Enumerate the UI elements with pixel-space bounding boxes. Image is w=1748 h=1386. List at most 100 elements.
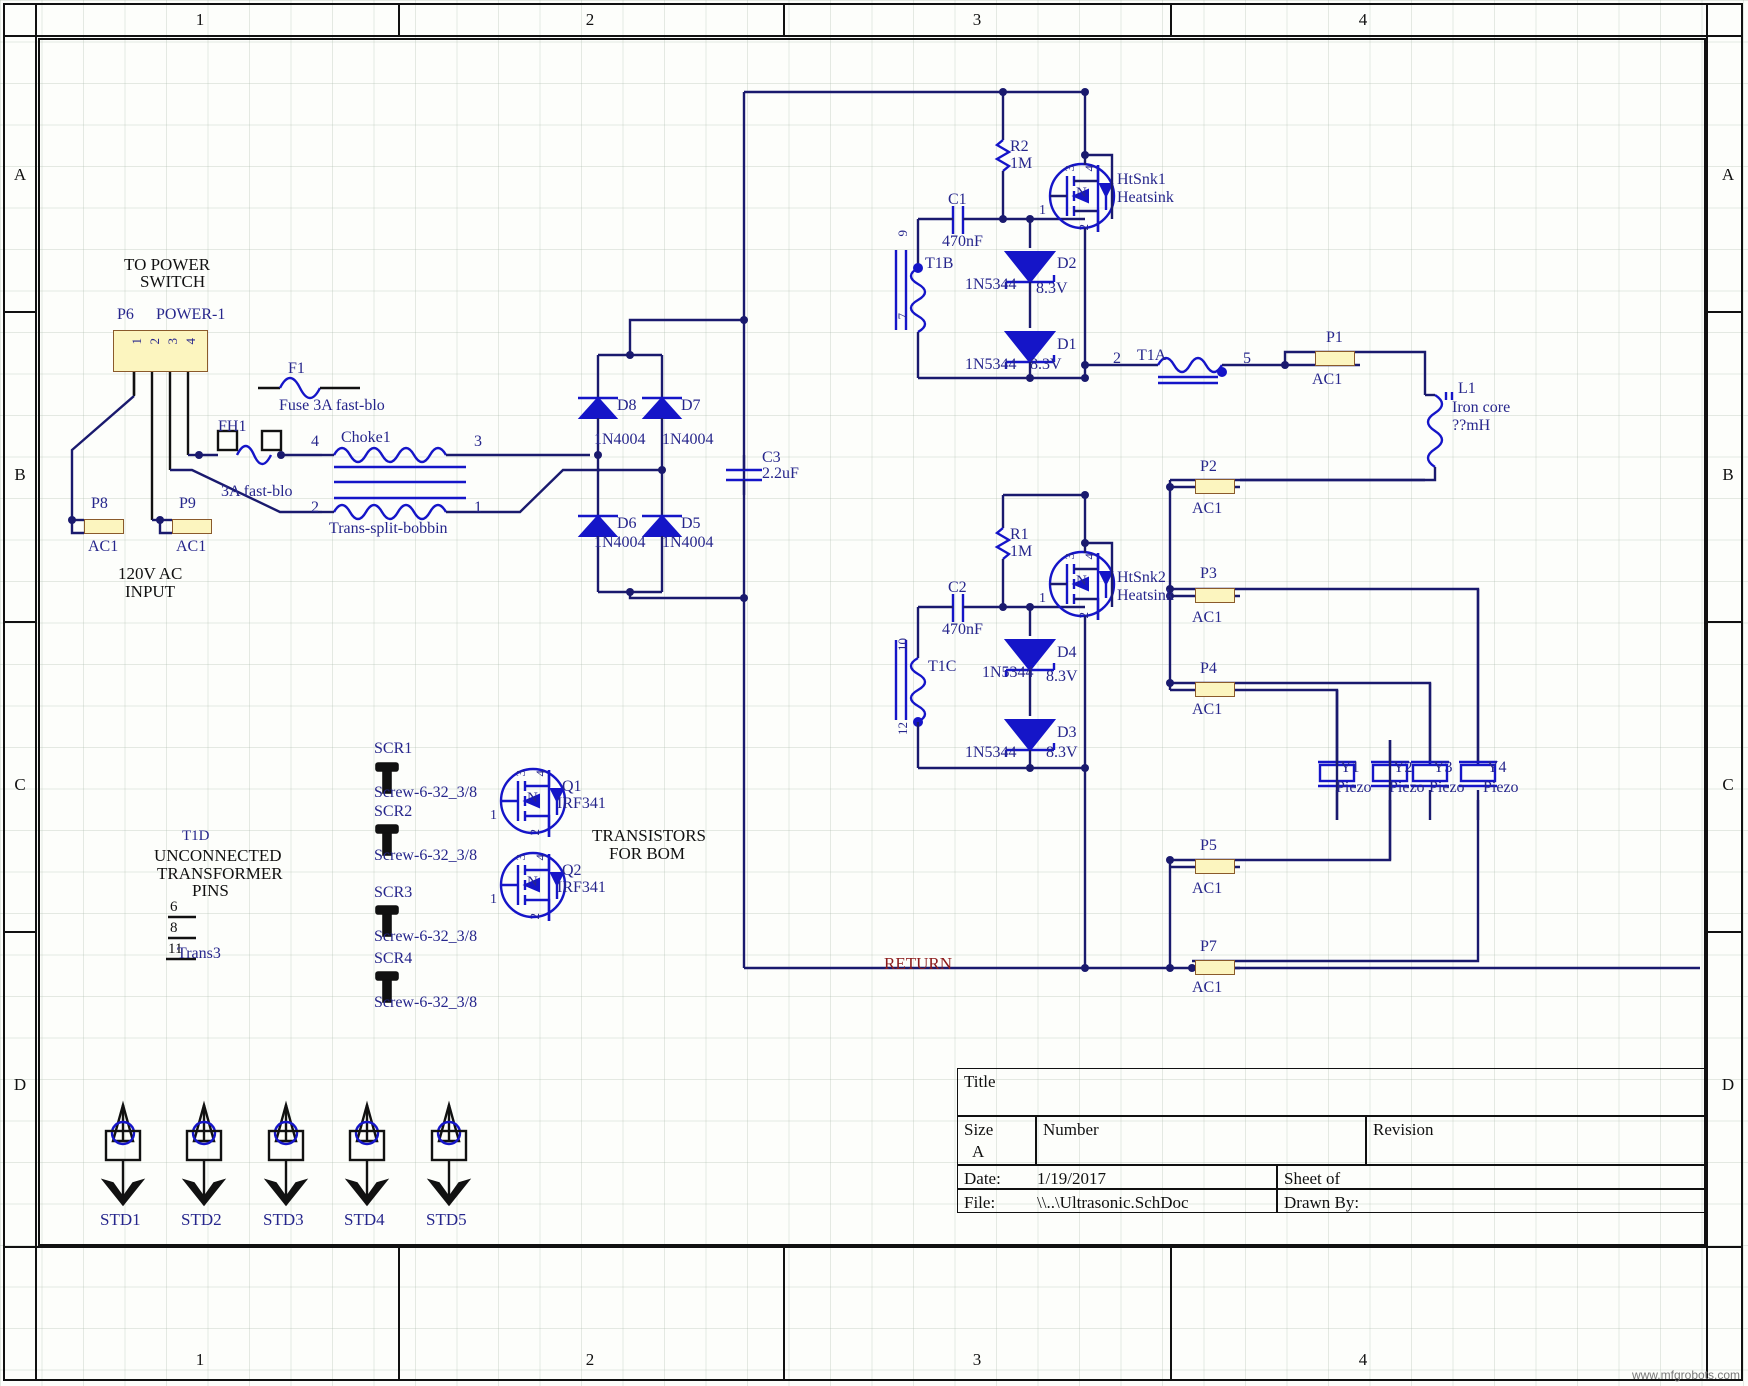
ref-d4: D4 [1057,644,1077,661]
zone-top-4: 4 [1358,10,1368,29]
pad-p2[interactable] [1195,479,1235,494]
pad-p1[interactable] [1315,351,1355,366]
ref-y4: Y4 [1487,759,1507,776]
value-p5: AC1 [1192,880,1223,897]
htsnk1-pin-2: 2 [1076,224,1091,231]
pad-p4[interactable] [1195,682,1235,697]
p8-p9-wiring [68,516,172,535]
htsnk1-pin-1: 1 [1039,203,1046,218]
pad-p8[interactable] [84,519,124,534]
zone-right-b: B [1722,465,1734,484]
q1-pin-3: 3 [513,770,528,777]
zone-rule-left [35,3,37,1381]
ref-p4: P4 [1200,660,1217,677]
ref-d3: D3 [1057,724,1077,741]
pad-p9[interactable] [172,519,212,534]
q1-pin-4: 4 [533,770,548,777]
trans3-pin-6: 6 [170,899,178,915]
zone-top-1: 1 [195,10,205,29]
p6-pin-2: 2 [147,338,162,345]
value-y2: Piezo [1389,779,1425,796]
value-p2: AC1 [1192,500,1223,517]
ref-d7: D7 [681,397,701,414]
ref-p3: P3 [1200,565,1217,582]
ref-htsnk1: HtSnk1 [1117,171,1166,188]
ref-l1: L1 [1458,380,1476,397]
note-power-switch-line2: SWITCH [140,272,206,291]
value-d7: 1N4004 [662,431,714,448]
q2-pin-2: 2 [527,913,542,920]
choke1-pin-1: 1 [474,499,482,516]
connector-p6-body[interactable] [113,330,208,372]
zone-tick [1170,1248,1172,1381]
value-p7: AC1 [1192,979,1223,996]
titleblock-drawnby-label: Drawn By: [1284,1193,1360,1212]
q2-pin-1: 1 [490,892,497,907]
zone-tick [783,3,785,35]
note-transistors-line2: FOR BOM [609,844,686,863]
value-p1: AC1 [1312,371,1343,388]
zone-tick [398,1248,400,1381]
value-l1-line2: ??mH [1452,417,1491,434]
pad-p3[interactable] [1195,588,1235,603]
value-p9: AC1 [176,538,207,555]
value-q1: IRF341 [557,795,606,812]
ref-f1: F1 [288,360,305,377]
ref-std2: STD2 [181,1210,222,1229]
p6-pin-3: 3 [165,338,180,345]
ref-d5: D5 [681,515,701,532]
zone-left-a: A [13,165,27,184]
ref-y2: Y2 [1393,759,1413,776]
zone-right-c: C [1722,775,1734,794]
ref-htsnk2: HtSnk2 [1117,569,1166,586]
trans3-unconnected-pins [166,915,196,961]
zone-tick [1170,3,1172,35]
value-q2: IRF341 [557,879,606,896]
ref-r2: R2 [1010,138,1029,155]
ref-std4: STD4 [344,1210,385,1229]
zone-tick [3,931,35,933]
choke1-pin-3: 3 [474,433,482,450]
ref-scr3: SCR3 [374,884,413,901]
ref-p7: P7 [1200,938,1217,955]
titleblock-file-cell [957,1189,1277,1213]
q1-q2-symbols [499,767,567,921]
value-y1: Piezo [1336,779,1372,796]
zone-left-d: D [13,1075,27,1094]
trans3-pin-11: 11 [168,941,183,957]
choke1-pin-2: 2 [311,499,319,516]
value-d4: 1N5344 [982,664,1034,681]
value-r2: 1M [1010,155,1033,172]
ref-p9: P9 [179,495,196,512]
ref-d8: D8 [617,397,637,414]
zone-tick [783,1248,785,1381]
ref-y1: Y1 [1340,759,1360,776]
pad-p7[interactable] [1195,960,1235,975]
value-l1-line1: Iron core [1452,399,1511,416]
htsnk2-pin-2: 2 [1076,612,1091,619]
zone-tick [3,621,35,623]
ref-std5: STD5 [426,1210,467,1229]
pad-p5[interactable] [1195,859,1235,874]
value-scr1: Screw-6-32_3/8 [374,784,478,801]
rating-d4: 8.3V [1046,668,1078,685]
ref-choke1: Choke1 [341,429,391,446]
ref-p5: P5 [1200,837,1217,854]
ref-r1: R1 [1010,526,1029,543]
t1a-pin-2: 2 [1113,350,1121,367]
value-p6: POWER-1 [156,306,226,323]
value-y4: Piezo [1483,779,1519,796]
htsnk1-channel: N [1076,185,1087,201]
titleblock-file-label: File: [964,1193,996,1212]
value-p3: AC1 [1192,609,1223,626]
screw-symbols [375,762,399,1003]
titleblock-date-value: 1/19/2017 [1037,1169,1106,1188]
htsnk2-pin-1: 1 [1039,591,1046,606]
sheet-border-outer [3,3,1743,1381]
value-d3: 1N5344 [965,744,1017,761]
value-f1: Fuse 3A fast-blo [279,397,385,414]
value-c3: 2.2uF [762,465,799,482]
value-c1: 470nF [942,233,983,250]
ref-scr1: SCR1 [374,740,413,757]
zone-rule-right [1706,3,1708,1381]
